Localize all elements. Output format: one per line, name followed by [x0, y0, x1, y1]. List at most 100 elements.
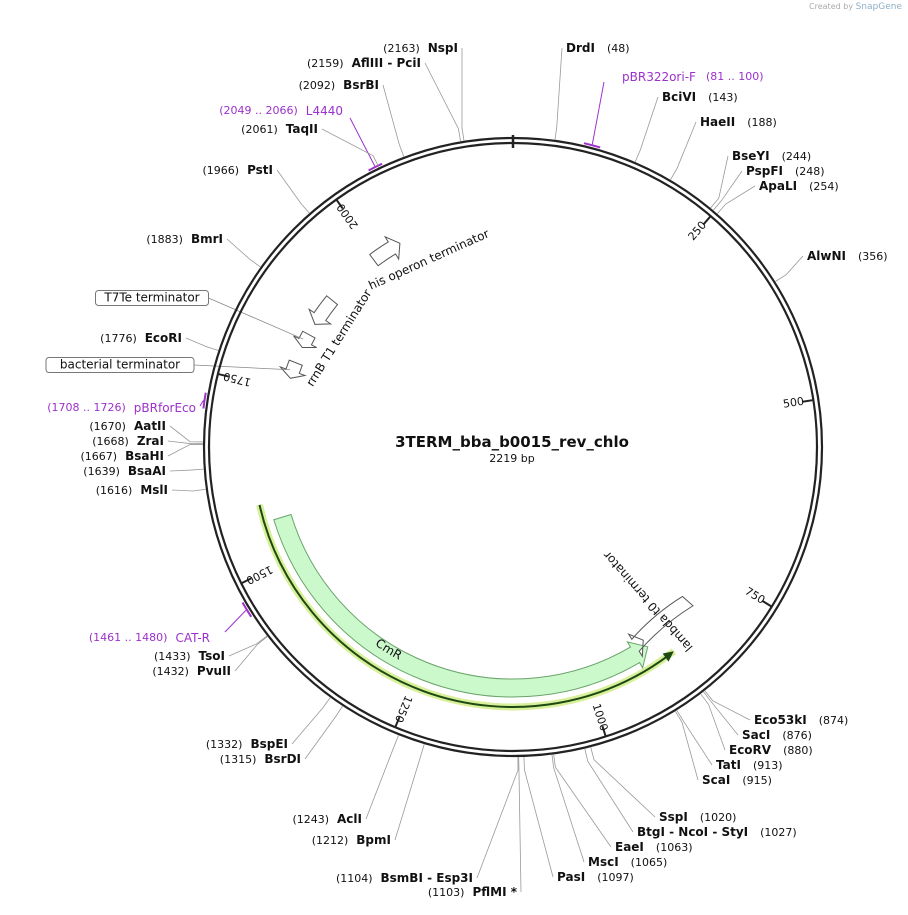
primer-binding-arc [583, 142, 601, 149]
site-label: (1670)AatII [89, 419, 166, 433]
site-label: TatI(913) [716, 758, 783, 772]
site-ecorv[interactable]: EcoRV(880) [700, 693, 813, 757]
site-acli[interactable]: (1243)AclI [292, 734, 399, 826]
site-msci[interactable]: MscI(1065) [551, 754, 667, 869]
site-label: ScaI(915) [702, 773, 772, 787]
site-label: (1776)EcoRI [100, 331, 182, 345]
site-taqii[interactable]: (2061)TaqII [241, 122, 380, 168]
site-bpmi[interactable]: (1212)BpmI [312, 743, 425, 847]
primer-l4440[interactable]: (2049 .. 2066)L4440 [219, 104, 383, 172]
site-leader-line [518, 756, 522, 893]
feature-t7te-terminator-arrow [293, 330, 317, 349]
site-drdi[interactable]: DrdI(48) [554, 41, 630, 140]
plasmid-size: 2219 bp [489, 452, 534, 465]
feature-t7te-terminator-label: T7Te terminator [103, 291, 199, 305]
primer-pbr322ori-f[interactable]: pBR322ori-F(81 .. 100) [583, 70, 764, 149]
site-leader-line [228, 635, 268, 657]
tick-mark [601, 725, 607, 737]
site-label: (1883)BmrI [146, 232, 223, 246]
site-nspi[interactable]: (2163)NspI [383, 41, 465, 141]
primer-leader-line [591, 81, 605, 145]
cmr-orf-arrowhead [662, 651, 674, 662]
tick-label: 1000 [590, 702, 611, 733]
site-label: (1616)MslI [96, 483, 168, 497]
site-bsahi[interactable]: (1667)BsaHI [81, 444, 204, 463]
site-leader-line [523, 756, 554, 878]
tick-mark [217, 372, 229, 378]
site-label: BciVI(143) [662, 90, 738, 104]
site-bspei[interactable]: (1332)BspEI [206, 697, 331, 751]
site-leader-line [590, 746, 656, 818]
site-label: MscI(1065) [588, 855, 667, 869]
tick-mark [802, 399, 814, 403]
site-label: EaeI(1063) [615, 840, 692, 854]
site-bsrbi[interactable]: (2092)BsrBI [299, 78, 405, 157]
site-leader-line [712, 170, 743, 211]
site-pasi[interactable]: PasI(1097) [523, 756, 634, 884]
primer-cat-r[interactable]: (1461 .. 1480)CAT-R [89, 601, 253, 645]
site-bcivi[interactable]: BciVI(143) [634, 90, 738, 163]
site-label: (1103)PflMI * [428, 885, 518, 899]
tick-label: 750 [743, 585, 768, 607]
site-zrai[interactable]: (1668)ZraI [92, 434, 204, 448]
site-leader-line [226, 238, 261, 268]
site-apali[interactable]: ApaLI(254) [716, 179, 839, 215]
site-pvuii[interactable]: (1432)PvuII [152, 636, 268, 678]
site-leader-line [365, 734, 399, 820]
site-eco53ki[interactable]: Eco53kI(874) [704, 690, 849, 727]
plasmid-name: 3TERM_bba_b0015_rev_chlo [395, 433, 629, 451]
site-label: (2163)NspI [383, 41, 458, 55]
tick-mark [761, 600, 773, 608]
site-leader-line [291, 697, 331, 745]
site-aatii[interactable]: (1670)AatII [89, 419, 204, 443]
tick-label: 500 [782, 395, 805, 411]
site-leader-line [304, 705, 343, 760]
site-label: SspI(1020) [659, 810, 736, 824]
site-bsaai[interactable]: (1639)BsaAI [83, 464, 204, 478]
site-pspfi[interactable]: PspFI(248) [712, 164, 825, 211]
site-label: (1667)BsaHI [81, 449, 164, 463]
site-haeii[interactable]: HaeII(188) [669, 115, 777, 181]
primer-label: (1461 .. 1480)CAT-R [89, 631, 210, 645]
site-leader-line [700, 693, 726, 751]
site-label: (1315)BsrDI [220, 752, 301, 766]
site-bsmbi-esp3i[interactable]: (1104)BsmBI - Esp3I [336, 756, 519, 885]
primer-label: pBR322ori-F(81 .. 100) [622, 70, 764, 84]
site-alwni[interactable]: AlwNI(356) [774, 249, 888, 282]
primer-pbrforeco[interactable]: (1708 .. 1726)pBRforEco [47, 392, 207, 415]
site-ecori[interactable]: (1776)EcoRI [100, 331, 219, 351]
site-tsoi[interactable]: (1433)TsoI [154, 635, 268, 663]
site-leader-line [703, 691, 739, 736]
site-bmri[interactable]: (1883)BmrI [146, 232, 261, 268]
tick-mark [240, 577, 252, 585]
site-label: (2159)AflIII - PciI [307, 56, 421, 70]
site-leader-line [167, 440, 204, 445]
site-label: (1433)TsoI [154, 649, 225, 663]
site-eaei[interactable]: EaeI(1063) [553, 754, 693, 854]
site-label: PspFI(248) [746, 164, 825, 178]
site-label: (1432)PvuII [152, 664, 231, 678]
site-scai[interactable]: ScaI(915) [674, 710, 772, 787]
site-msli[interactable]: (1616)MslI [96, 483, 206, 497]
site-btgi-ncoi-styi[interactable]: BtgI - NcoI - StyI(1027) [584, 748, 797, 839]
site-label: (1668)ZraI [92, 434, 164, 448]
site-leader-line [676, 710, 713, 766]
site-label: (2092)BsrBI [299, 78, 379, 92]
primer-binding-arc [368, 162, 383, 172]
site-leader-line [171, 488, 206, 492]
site-label: (1639)BsaAI [83, 464, 166, 478]
site-leader-line [276, 169, 310, 214]
feature-his-operon-terminator-arrow [368, 235, 401, 267]
site-pflmi[interactable]: (1103)PflMI * [428, 756, 522, 899]
site-saci[interactable]: SacI(876) [703, 691, 812, 742]
site-leader-line [476, 756, 519, 879]
primer-leader-line [199, 400, 204, 407]
site-label: SacI(876) [742, 728, 812, 742]
site-tati[interactable]: TatI(913) [676, 710, 783, 772]
feature-lambda-t0-terminator-arrow [627, 595, 694, 658]
site-bseyi[interactable]: BseYI(244) [710, 149, 812, 209]
site-psti[interactable]: (1966)PstI [202, 163, 310, 214]
site-sspi[interactable]: SspI(1020) [590, 746, 737, 824]
site-bsrdi[interactable]: (1315)BsrDI [220, 705, 343, 766]
site-afliii-pcii[interactable]: (2159)AflIII - PciI [307, 56, 461, 142]
